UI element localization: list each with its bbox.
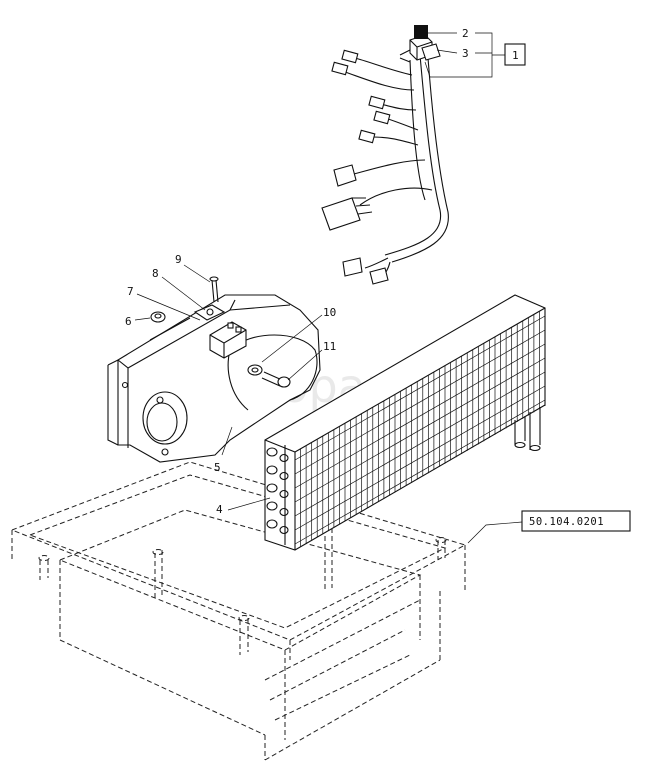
- callout-3: 3: [462, 47, 469, 60]
- reference-box: [521, 510, 631, 532]
- callout-5: 5: [214, 461, 221, 474]
- heater-core-tube: [294, 385, 546, 531]
- callout-10: 10: [323, 306, 336, 319]
- heater-core-tube: [294, 315, 546, 461]
- leader-lines: [134, 32, 523, 544]
- callout-1-box: [504, 43, 526, 66]
- callout-7: 7: [127, 285, 134, 298]
- heater-core-tube: [294, 371, 546, 517]
- callout-9: 9: [175, 253, 182, 266]
- callout-2: 2: [462, 27, 469, 40]
- callout-labels: 2 3 1 9 8 7 6 10 11 5 4 50.104.0201: [125, 27, 631, 532]
- heater-core-tube: [294, 357, 546, 503]
- heater-core-tube: [294, 399, 546, 545]
- blower-motor: [107, 276, 321, 463]
- callout-4: 4: [216, 503, 223, 516]
- base-frame: [10, 454, 467, 761]
- heater-core-tube: [294, 329, 546, 475]
- callout-1: 1: [512, 49, 519, 62]
- callout-11: 11: [323, 340, 336, 353]
- wiring-harness: [321, 25, 449, 285]
- callout-8: 8: [152, 267, 159, 280]
- heater-core: [264, 294, 546, 551]
- reference-label: 50.104.0201: [529, 516, 604, 528]
- heater-core-tube-ends: [266, 447, 289, 535]
- callout-6: 6: [125, 315, 132, 328]
- heater-core-tube: [294, 343, 546, 489]
